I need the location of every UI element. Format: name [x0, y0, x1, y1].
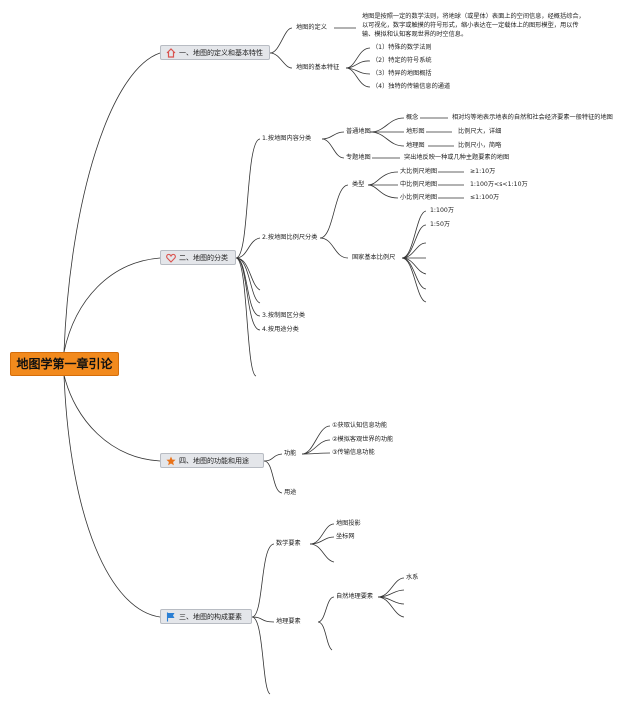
heart-icon: [166, 253, 176, 263]
scale-types-label[interactable]: 类型: [352, 181, 365, 188]
large-scale-label[interactable]: 大比例尺地图: [400, 168, 438, 175]
function-item[interactable]: ①获取认知信息功能: [332, 422, 388, 429]
general-map-label[interactable]: 普通地图: [346, 128, 371, 135]
by-region-label[interactable]: 3.按制图区分类: [262, 312, 306, 319]
root-topic[interactable]: 地图学第一章引论: [10, 352, 119, 376]
concept-label[interactable]: 概念: [406, 114, 419, 121]
by-content-label[interactable]: 1.按地图内容分类: [262, 135, 312, 142]
large-scale-text: ≥1:10万: [470, 168, 496, 175]
flag-icon: [166, 612, 175, 622]
geographic-text: 比例尺小，简略: [458, 142, 502, 149]
thematic-map-label[interactable]: 专题地图: [346, 154, 371, 161]
branch-function[interactable]: 四、地图的功能和用途: [160, 453, 264, 468]
star-icon: [166, 456, 176, 466]
definition-label[interactable]: 地图的定义: [296, 24, 327, 31]
natural-elements-label[interactable]: 自然地理要素: [336, 593, 374, 600]
thematic-map-text: 突出地反映一种或几种主题要素的地图: [404, 154, 510, 161]
national-scale-item[interactable]: 1:50万: [430, 221, 451, 228]
feature-item[interactable]: （4）独特的传输信息的通道: [372, 83, 451, 90]
function-label[interactable]: 功能: [284, 450, 297, 457]
small-scale-text: ≤1:100万: [470, 194, 500, 201]
use-label[interactable]: 用途: [284, 489, 297, 496]
national-scale-label[interactable]: 国家基本比例尺: [352, 254, 396, 261]
branch-elements[interactable]: 三、地图的构成要素: [160, 609, 252, 624]
definition-text: 地图是按照一定的数学法则，将地球（或星体）表面上的空间信息，经概括综合，以可视化…: [362, 13, 585, 38]
geo-elements-label[interactable]: 地理要素: [276, 618, 301, 625]
medium-scale-text: 1:100万<s<1:10万: [470, 181, 528, 188]
features-label[interactable]: 地图的基本特征: [296, 64, 340, 71]
feature-item[interactable]: （3）特异的地图概括: [372, 70, 432, 77]
national-scale-item[interactable]: 1:100万: [430, 207, 455, 214]
function-item[interactable]: ③传输信息功能: [332, 449, 375, 456]
function-item[interactable]: ②模拟客观世界的功能: [332, 436, 394, 443]
math-element-item[interactable]: 地图投影: [336, 520, 361, 527]
feature-item[interactable]: （1）特殊的数学法则: [372, 44, 432, 51]
branch-definition[interactable]: 一、地图的定义和基本特性: [160, 45, 270, 60]
by-scale-label[interactable]: 2.按地图比例尺分类: [262, 234, 318, 241]
small-scale-label[interactable]: 小比例尺地图: [400, 194, 438, 201]
geographic-label[interactable]: 地理图: [406, 142, 425, 149]
topographic-label[interactable]: 地形图: [406, 128, 425, 135]
concept-text: 相对均等地表示地表的自然和社会经济要素一般特征的地图: [452, 114, 613, 121]
water-system-label[interactable]: 水系: [406, 574, 419, 581]
branch-label: 四、地图的功能和用途: [179, 457, 249, 465]
branch-classification[interactable]: 二、地图的分类: [160, 250, 236, 265]
by-use-label[interactable]: 4.按用途分类: [262, 326, 299, 333]
branch-label: 三、地图的构成要素: [179, 613, 242, 621]
math-element-item[interactable]: 坐标网: [336, 533, 355, 540]
branch-label: 二、地图的分类: [179, 254, 228, 262]
medium-scale-label[interactable]: 中比例尺地图: [400, 181, 438, 188]
topographic-text: 比例尺大，详细: [458, 128, 502, 135]
house-icon: [166, 48, 176, 58]
math-elements-label[interactable]: 数学要素: [276, 540, 301, 547]
feature-item[interactable]: （2）特定的符号系统: [372, 57, 432, 64]
branch-label: 一、地图的定义和基本特性: [179, 49, 263, 57]
